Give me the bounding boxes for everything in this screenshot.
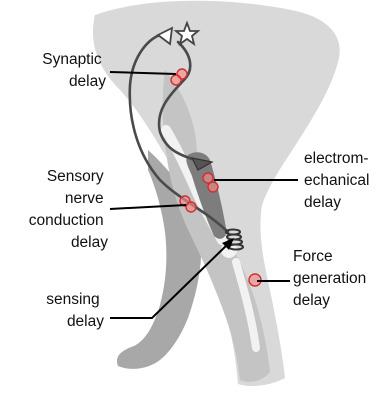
synaptic-delay-marker [171, 75, 181, 85]
sensing-delay-label: sensing delay [46, 291, 104, 330]
electromechanical-delay-marker [203, 173, 213, 183]
sensory-conduction-delay-label: Sensory nerve conduction delay [29, 168, 109, 251]
sensory-conduction-delay-marker [186, 202, 196, 212]
synaptic-delay-label: Synaptic delay [42, 51, 106, 90]
electromechanical-delay-marker [208, 182, 218, 192]
horse-body-silhouette [93, 1, 340, 386]
electromechanical-delay-label: electrom- echanical delay [304, 150, 374, 211]
force-generation-delay-label: Force generation delay [293, 248, 371, 309]
